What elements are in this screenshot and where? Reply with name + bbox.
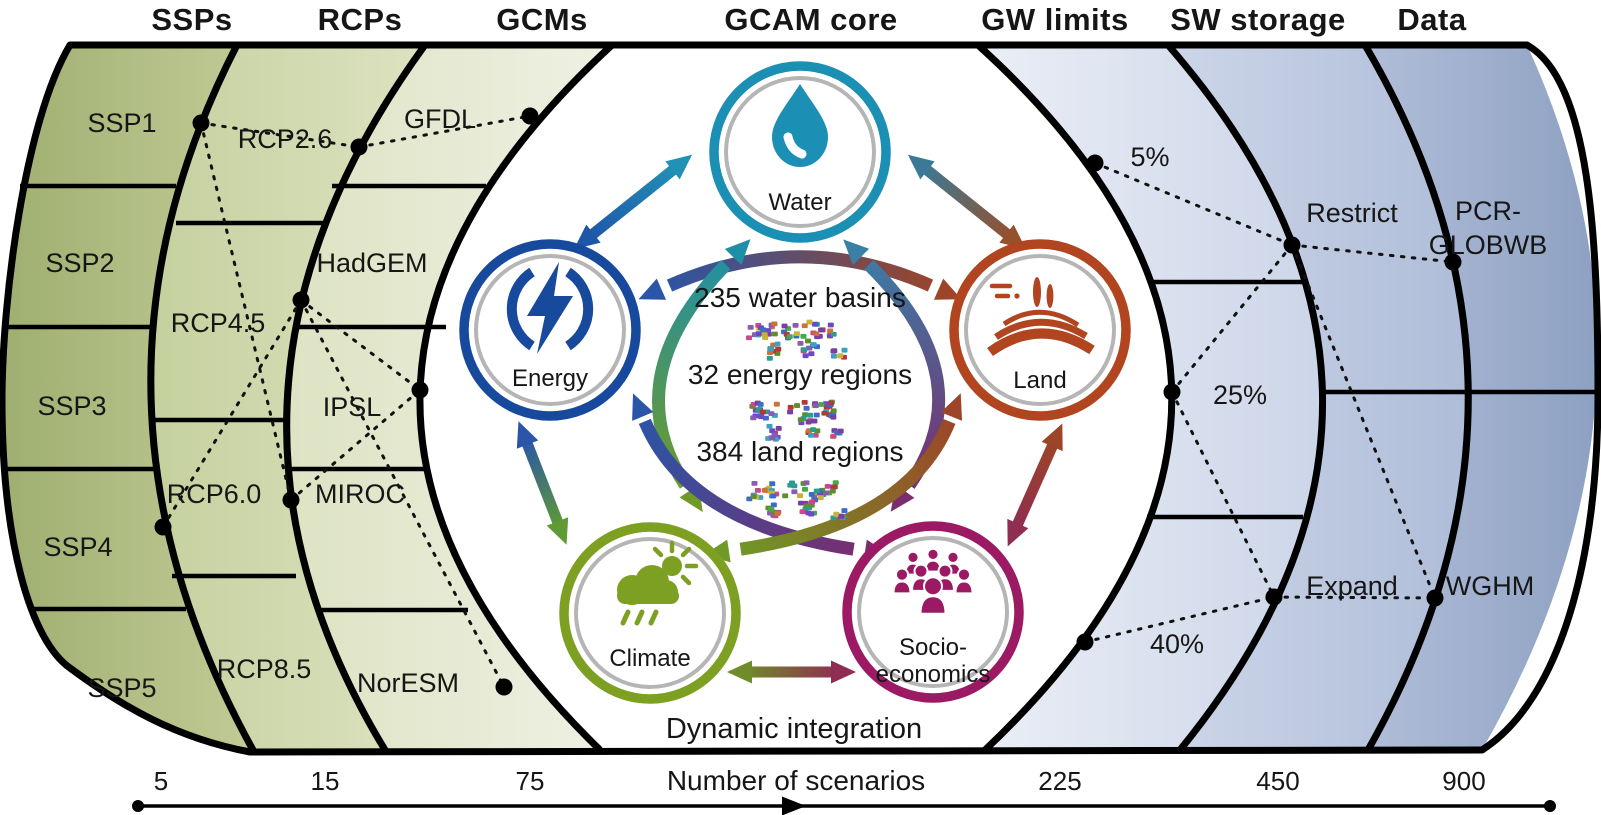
energy-label: Energy xyxy=(512,365,588,392)
band-gcms xyxy=(286,45,612,750)
sector-socio: Socio- economics xyxy=(842,521,1024,703)
sector-energy: Energy xyxy=(459,239,641,421)
scenario-links xyxy=(161,114,1455,689)
axis-label: Number of scenarios xyxy=(667,765,925,796)
axis-arrowhead-icon xyxy=(782,796,806,815)
cell-gw-5: 5% xyxy=(1130,142,1169,172)
band-title-gw-limits: GW limits xyxy=(981,2,1128,37)
socio-label-line2: economics xyxy=(876,661,991,688)
core-energy-regions-label: 32 energy regions xyxy=(688,359,912,390)
sector-land: Land xyxy=(949,239,1131,421)
cell-hadgem: HadGEM xyxy=(316,248,427,278)
integration-arrows xyxy=(516,154,1063,684)
cell-data-wghm: WGHM xyxy=(1446,571,1534,601)
region-maps xyxy=(746,319,848,521)
people-icon xyxy=(892,547,974,615)
band-titles: SSPs RCPs GCMs GCAM core GW limits SW st… xyxy=(151,2,1466,37)
core-water-basins-label: 235 water basins xyxy=(694,282,906,313)
tick-900: 900 xyxy=(1442,766,1485,796)
tick-225: 225 xyxy=(1038,766,1081,796)
climate-inner-ring xyxy=(574,537,726,689)
band-title-gcam-core: GCAM core xyxy=(724,2,897,37)
right-band-cells: 5% 25% 40% Restrict Expand PCR- GLOBWB W… xyxy=(1130,142,1547,659)
climate-label: Climate xyxy=(609,645,690,672)
cell-rcp60: RCP6.0 xyxy=(167,479,262,509)
left-band-cells: SSP1 SSP2 SSP3 SSP4 SSP5 RCP2.6 RCP4.5 R… xyxy=(37,104,476,703)
axis-start-dot xyxy=(132,800,144,812)
tick-15: 15 xyxy=(311,766,340,796)
cell-sw-restrict: Restrict xyxy=(1306,198,1398,228)
band-title-data: Data xyxy=(1397,2,1466,37)
tick-75: 75 xyxy=(516,766,545,796)
band-title-gcms: GCMs xyxy=(496,2,588,37)
cell-ssp3: SSP3 xyxy=(37,391,106,421)
band-ssps xyxy=(2,45,253,752)
cell-rcp26: RCP2.6 xyxy=(238,124,333,154)
water-label: Water xyxy=(768,189,831,216)
sector-climate: Climate xyxy=(559,522,741,704)
band-title-rcps: RCPs xyxy=(318,2,403,37)
sector-water: Water xyxy=(709,61,891,243)
band-sw-storage xyxy=(1168,45,1469,750)
cell-dividers xyxy=(3,183,1595,613)
cell-data-pcr-line2: GLOBWB xyxy=(1429,230,1548,260)
band-title-sw-storage: SW storage xyxy=(1170,2,1346,37)
axis-end-dot xyxy=(1544,800,1556,812)
core-land-regions-label: 384 land regions xyxy=(696,436,903,467)
cell-ssp5: SSP5 xyxy=(87,673,156,703)
cell-ssp2: SSP2 xyxy=(45,248,114,278)
cell-gw-25: 25% xyxy=(1213,380,1267,410)
band-data xyxy=(1365,45,1598,750)
farm-field-icon xyxy=(987,277,1095,357)
cell-sw-expand: Expand xyxy=(1306,571,1398,601)
scenario-nodes xyxy=(154,107,1462,696)
core-center: 235 water basins 32 energy regions 384 l… xyxy=(666,282,922,745)
scenario-axis: 5 15 75 Number of scenarios 225 450 900 xyxy=(132,765,1556,815)
cell-data-pcr-line1: PCR- xyxy=(1455,196,1521,226)
cell-gw-40: 40% xyxy=(1150,629,1204,659)
lightning-icon xyxy=(506,262,594,354)
droplet-icon xyxy=(772,84,828,167)
cell-gfdl: GFDL xyxy=(404,104,476,134)
cloud-sun-rain-icon xyxy=(617,540,699,626)
dynamic-integration-label: Dynamic integration xyxy=(666,713,922,745)
cell-rcp45: RCP4.5 xyxy=(171,308,266,338)
band-title-ssps: SSPs xyxy=(151,2,232,37)
socio-label-line1: Socio- xyxy=(899,634,967,661)
tick-450: 450 xyxy=(1256,766,1299,796)
cell-ssp4: SSP4 xyxy=(43,532,112,562)
cell-ssp1: SSP1 xyxy=(87,108,156,138)
cell-ipsl: IPSL xyxy=(323,392,382,422)
tick-5: 5 xyxy=(154,766,168,796)
land-label: Land xyxy=(1013,367,1066,394)
cell-rcp85: RCP8.5 xyxy=(217,654,312,684)
cell-miroc: MIROC xyxy=(315,479,405,509)
cell-noresm: NorESM xyxy=(357,668,459,698)
